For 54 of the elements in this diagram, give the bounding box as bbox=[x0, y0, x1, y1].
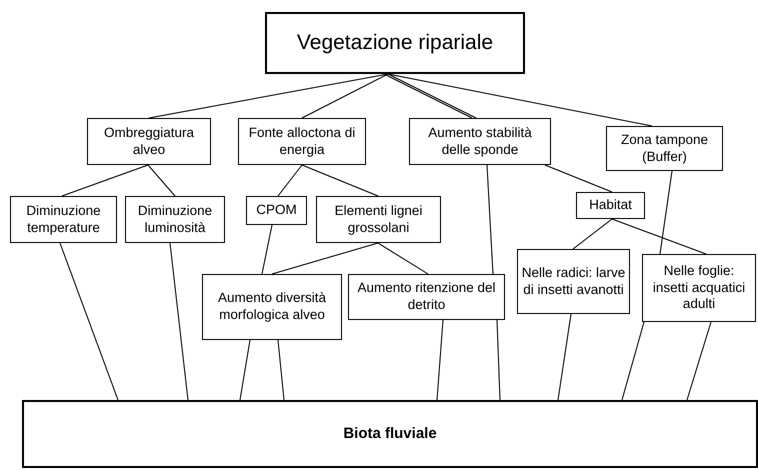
connector-line bbox=[612, 218, 706, 254]
concept-box bbox=[517, 249, 630, 314]
concept-box bbox=[409, 118, 551, 165]
concept-box bbox=[606, 126, 723, 171]
connector-line bbox=[240, 340, 250, 400]
connector-line bbox=[278, 340, 284, 400]
connector-line bbox=[262, 224, 272, 274]
connector-line bbox=[62, 164, 148, 196]
connector-line bbox=[558, 314, 572, 400]
connector-line bbox=[486, 164, 494, 274]
concept-box bbox=[125, 196, 225, 243]
node-label: Diminuzione temperature bbox=[25, 202, 102, 236]
concept-box bbox=[348, 274, 505, 320]
node-label: Habitat bbox=[589, 197, 632, 214]
node-label: Nelle foglie: insetti acquatici adulti bbox=[652, 262, 746, 314]
connector-line bbox=[496, 320, 500, 400]
connector-line bbox=[544, 164, 612, 192]
node-label: Elementi lignei grossolani bbox=[334, 202, 424, 236]
connector-line bbox=[272, 242, 378, 274]
concept-box bbox=[238, 118, 366, 165]
node-label: Aumento stabilità delle sponde bbox=[427, 124, 533, 158]
concept-box bbox=[22, 400, 758, 468]
connector-line bbox=[278, 164, 302, 196]
node-label: Nelle radici: larve di insetti avanotti bbox=[521, 264, 626, 298]
connector-line bbox=[302, 74, 388, 118]
node-label: Fonte alloctona di energia bbox=[248, 124, 356, 158]
connector-line bbox=[170, 242, 188, 400]
node-label: Biota fluviale bbox=[343, 424, 437, 444]
title-box bbox=[265, 12, 525, 74]
concept-box bbox=[576, 192, 645, 219]
concept-box bbox=[246, 196, 307, 225]
node-label: Aumento diversità morfologica alveo bbox=[216, 290, 328, 324]
connector-line bbox=[622, 322, 644, 400]
connector-line bbox=[148, 74, 388, 118]
concept-box bbox=[87, 118, 211, 165]
node-label: Zona tampone (Buffer) bbox=[620, 132, 710, 166]
connector-line bbox=[302, 164, 378, 196]
node-label: Vegetazione ripariale bbox=[296, 30, 494, 56]
connector-line bbox=[148, 164, 176, 196]
node-label: CPOM bbox=[256, 202, 297, 219]
node-label: Aumento ritenzione del detrito bbox=[356, 280, 497, 314]
connector-line bbox=[60, 242, 118, 400]
connector-line bbox=[660, 170, 672, 254]
node-label: Diminuzione luminosità bbox=[136, 202, 214, 236]
node-label: Ombreggiatura alveo bbox=[102, 124, 196, 158]
connector-line bbox=[388, 74, 652, 126]
connector-line bbox=[436, 320, 444, 400]
connector-line bbox=[378, 242, 428, 274]
concept-box bbox=[202, 274, 342, 340]
connector-line bbox=[572, 218, 612, 250]
concept-box bbox=[10, 196, 117, 243]
concept-box bbox=[316, 196, 441, 243]
connector-line bbox=[686, 322, 712, 400]
concept-box bbox=[642, 254, 756, 322]
